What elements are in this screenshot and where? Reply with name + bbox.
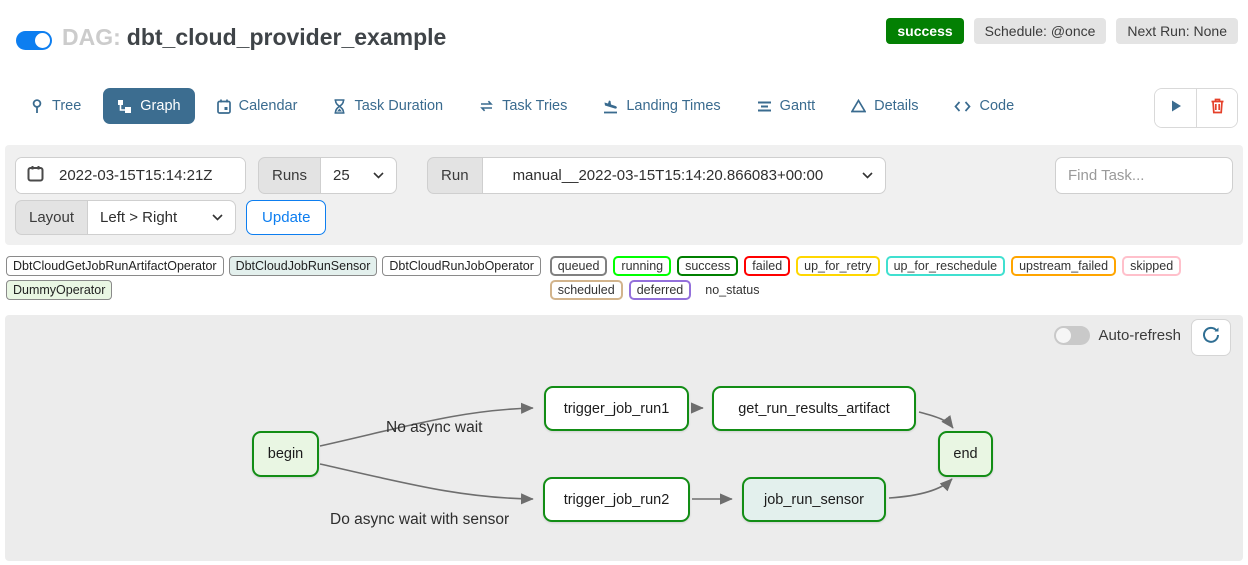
hourglass-icon [333,98,346,114]
legend: DbtCloudGetJobRunArtifactOperator DbtClo… [6,256,1242,300]
dag-actions [1154,88,1238,128]
toggle-knob [1056,328,1072,343]
tree-icon [30,98,44,114]
refresh-icon [1202,326,1220,349]
status-chip-scheduled[interactable]: scheduled [549,280,623,300]
chevron-down-icon [861,172,873,179]
dag-header: DAG:dbt_cloud_provider_example success S… [16,10,1238,60]
status-chip-deferred[interactable]: deferred [628,280,692,300]
calendar-icon [216,99,231,114]
tab-graph[interactable]: Graph [103,88,195,124]
refresh-button[interactable] [1191,319,1231,356]
tab-landing-times[interactable]: Landing Times [589,88,734,124]
layout-group: Layout Left > Right [15,200,237,235]
chevron-down-icon [373,172,384,179]
tab-calendar[interactable]: Calendar [203,88,312,124]
trash-icon [1210,98,1225,119]
tab-task-duration[interactable]: Task Duration [319,88,457,124]
tab-tree[interactable]: Tree [16,88,95,124]
layout-label: Layout [15,200,89,235]
operator-chip: DbtCloudRunJobOperator [382,256,541,276]
tab-gantt[interactable]: Gantt [743,88,829,124]
plane-landing-icon [603,99,618,114]
view-tabs: Tree Graph Calendar Task Duration Task T… [16,85,1028,127]
find-task-input[interactable] [1055,157,1233,194]
status-chip-up-for-reschedule[interactable]: up_for_reschedule [885,256,1006,276]
edge-label-no-async-wait: No async wait [386,419,483,436]
task-node-trigger-job-run2[interactable]: trigger_job_run2 [543,477,690,522]
status-chip-no-status: no_status [697,280,768,300]
status-chip-running[interactable]: running [613,256,672,276]
tab-label: Details [874,98,919,114]
tab-label: Calendar [238,98,298,114]
next-run-badge: Next Run: None [1116,18,1238,44]
base-date-input[interactable] [55,158,245,193]
tab-label: Task Tries [502,98,568,114]
code-icon [954,100,972,113]
tab-label: Tree [52,98,82,114]
page-title: dbt_cloud_provider_example [126,24,447,50]
trigger-dag-button[interactable] [1155,89,1196,127]
runs-select-value: 25 [333,167,350,184]
edge-label-do-async-wait: Do async wait with sensor [330,511,510,528]
status-chip-up-for-retry[interactable]: up_for_retry [796,256,880,276]
graph-canvas[interactable]: Auto-refresh No async wait Do async wait… [5,315,1243,561]
task-node-begin[interactable]: begin [252,431,319,477]
auto-refresh-control: Auto-refresh [1054,326,1181,345]
repeat-icon [479,99,494,113]
tab-code[interactable]: Code [940,88,1028,124]
filter-panel: Runs 25 Run manual__2022-03-15T15:14:20.… [5,145,1243,245]
task-node-trigger-job-run1[interactable]: trigger_job_run1 [544,386,689,431]
tab-label: Task Duration [354,98,444,114]
chevron-down-icon [212,214,223,221]
layout-select-value: Left > Right [100,209,178,226]
status-chip-queued[interactable]: queued [549,256,608,276]
auto-refresh-label: Auto-refresh [1098,327,1181,344]
tab-label: Landing Times [626,98,721,114]
graph-icon [117,99,132,114]
status-chip-success[interactable]: success [677,256,739,276]
dag-title-row: DAG:dbt_cloud_provider_example [62,24,446,51]
runs-group: Runs 25 [258,157,398,194]
dag-edges [319,402,954,505]
update-button[interactable]: Update [246,200,327,235]
status-chip-upstream-failed[interactable]: upstream_failed [1011,256,1117,276]
calendar-icon [27,165,44,187]
gantt-bars-icon [757,100,772,113]
layout-select[interactable]: Left > Right [88,200,237,235]
triangle-icon [851,99,867,113]
status-badge: success [886,18,964,44]
task-node-get-run-results-artifact[interactable]: get_run_results_artifact [712,386,916,431]
tab-label: Gantt [779,98,816,114]
dag-pause-toggle[interactable] [16,31,52,50]
operator-legend: DbtCloudGetJobRunArtifactOperator DbtClo… [6,256,550,300]
schedule-badge: Schedule: @once [973,18,1107,44]
status-chip-failed[interactable]: failed [744,256,791,276]
task-node-job-run-sensor[interactable]: job_run_sensor [742,477,886,522]
operator-chip: DbtCloudJobRunSensor [228,256,378,276]
operator-chip: DummyOperator [6,280,113,300]
runs-label: Runs [258,157,322,194]
run-group: Run manual__2022-03-15T15:14:20.866083+0… [427,157,886,194]
play-icon [1169,99,1183,118]
tab-task-tries[interactable]: Task Tries [465,88,581,124]
run-select[interactable]: manual__2022-03-15T15:14:20.866083+00:00 [482,157,886,194]
dag-prefix-label: DAG: [62,24,121,50]
operator-chip: DbtCloudGetJobRunArtifactOperator [6,256,224,276]
status-chip-skipped[interactable]: skipped [1122,256,1182,276]
run-label: Run [427,157,483,194]
task-node-end[interactable]: end [938,431,993,477]
runs-select[interactable]: 25 [321,157,398,194]
run-select-value: manual__2022-03-15T15:14:20.866083+00:00 [512,167,824,184]
tab-label: Graph [140,98,181,114]
status-legend: queued running success failed up_for_ret… [549,256,1242,300]
auto-refresh-toggle[interactable] [1054,326,1091,345]
date-picker-button[interactable] [16,158,55,193]
tab-label: Code [979,98,1015,114]
delete-dag-button[interactable] [1196,89,1237,127]
toggle-knob [35,33,50,48]
base-date-group [15,157,246,194]
tab-details[interactable]: Details [837,88,932,124]
